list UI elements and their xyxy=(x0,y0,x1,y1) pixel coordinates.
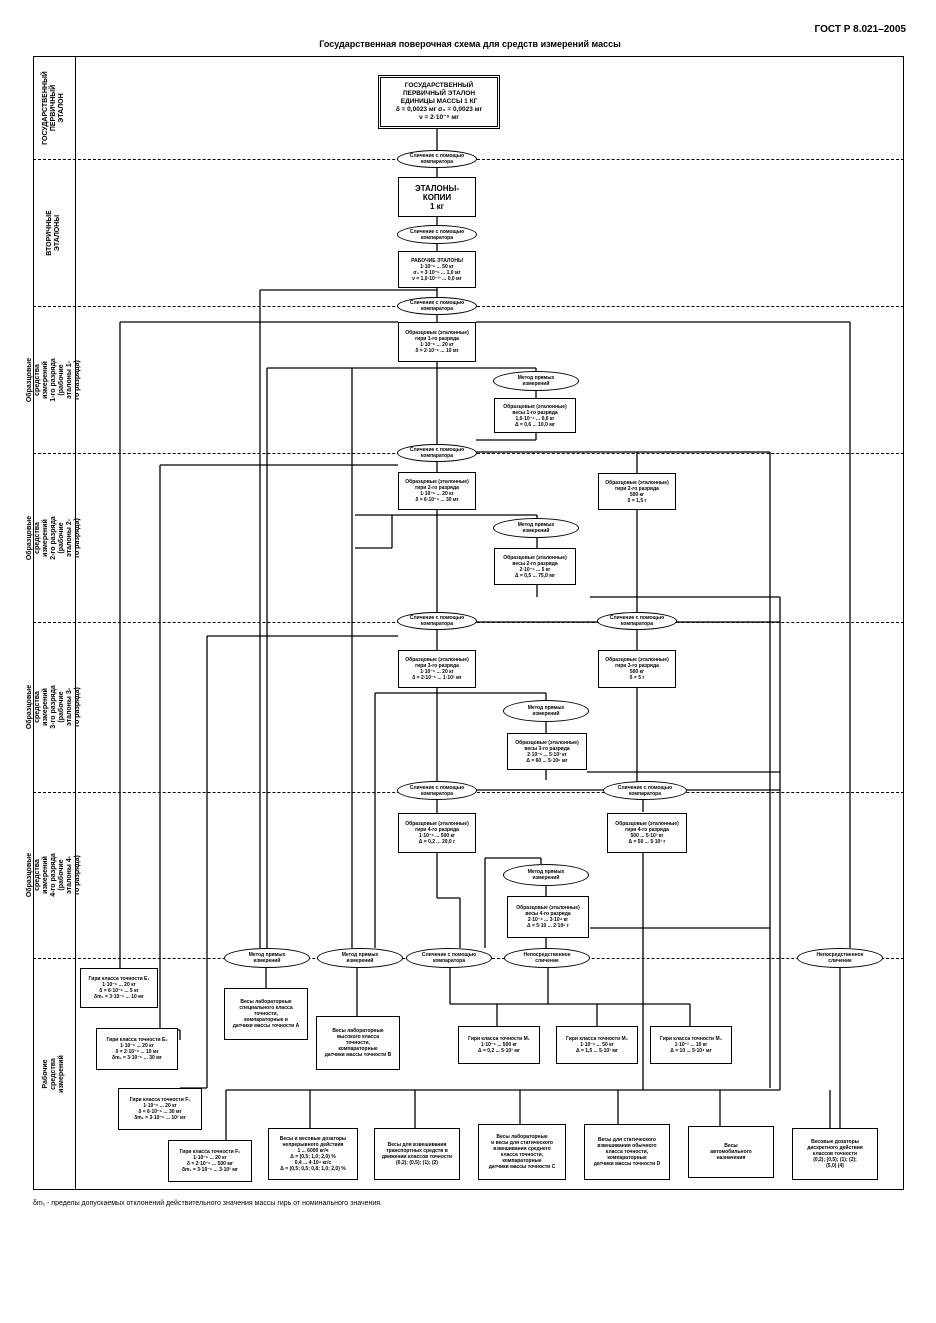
cat4-scales: Образцовые (эталонные) весы 4-го разряда… xyxy=(507,896,589,938)
document-title: Государственная поверочная схема для сре… xyxy=(319,39,621,49)
comparator-node: Сличение с помощью компаратора xyxy=(397,150,477,168)
weights-class-e1: Гири класса точности E₁ 1·10⁻⁶ ... 20 кг… xyxy=(80,968,158,1008)
direct-method-node: Метод прямых измерений xyxy=(493,371,579,391)
cat3-scales: Образцовые (эталонные) весы 3-го разряда… xyxy=(507,733,587,770)
standard-copies: ЭТАЛОНЫ- КОПИИ 1 кг xyxy=(398,177,476,217)
comparator-node: Сличение с помощью компаратора xyxy=(397,297,477,315)
cat4-weights: Образцовые (эталонные) гири 4-го разряда… xyxy=(398,813,476,853)
cat3-weights: Образцовые (эталонные) гири 3-го разряда… xyxy=(398,650,476,688)
weights-class-f1: Гири класса точности F₁ 1·10⁻⁶ ... 20 кг… xyxy=(118,1088,202,1130)
working-standards: РАБОЧИЕ ЭТАЛОНЫ 1·10⁻⁶ ... 50 кг σ₀ = 3·… xyxy=(398,251,476,288)
lane-state-primary: ГОСУДАРСТВЕННЫЙ ПЕРВИЧНЫЙ ЭТАЛОН xyxy=(33,56,76,159)
direct-method-node: Метод прямых измерений xyxy=(224,948,310,968)
weights-class-m3: Гири класса точности M₃ 1·10⁻² ... 10 кг… xyxy=(650,1026,732,1064)
lab-scales-special: Весы лабораторные специального класса то… xyxy=(224,988,308,1040)
direct-method-node: Метод прямых измерений xyxy=(503,700,589,722)
lane-category-2: Образцовые средства измерений 2-го разря… xyxy=(26,453,81,622)
lane-secondary: ВТОРИЧНЫЕ ЭТАЛОНЫ xyxy=(33,159,76,306)
weights-class-e2: Гири класса точности E₂ 1·10⁻⁶ ... 20 кг… xyxy=(96,1028,178,1070)
discrete-dosers: Весовые дозаторы дискретного действия кл… xyxy=(792,1128,878,1180)
static-scales-ordinary: Весы для статического взвешивания обычно… xyxy=(584,1124,670,1180)
comparator-node: Сличение с помощью компаратора xyxy=(603,781,687,800)
weights-class-m1: Гири класса точности M₁ 1·10⁻⁶ ... 500 к… xyxy=(458,1026,540,1064)
lane-state-primary-label: ГОСУДАРСТВЕННЫЙ ПЕРВИЧНЫЙ ЭТАЛОН xyxy=(42,70,66,145)
lane-working: Рабочие средства измерений xyxy=(33,958,76,1190)
lab-scales-high: Весы лабораторные высокого класса точнос… xyxy=(316,1016,400,1070)
cat2-weights-large: Образцовые (эталонные) гири 2-го разряда… xyxy=(598,473,676,510)
lane-category-3-label: Образцовые средства измерений 3-го разря… xyxy=(26,684,82,730)
cat2-scales: Образцовые (эталонные) весы 2-го разряда… xyxy=(494,548,576,585)
weights-class-m2: Гири класса точности M₂ 1·10⁻⁶ ... 50 кг… xyxy=(556,1026,638,1064)
lab-scales-medium: Весы лабораторные и весы для статическог… xyxy=(478,1124,566,1180)
document-code: ГОСТ Р 8.021–2005 xyxy=(814,24,906,35)
direct-method-node: Метод прямых измерений xyxy=(503,864,589,886)
lane-category-2-label: Образцовые средства измерений 2-го разря… xyxy=(26,515,82,560)
comparator-node: Сличение с помощью компаратора xyxy=(397,781,477,800)
lane-category-1: Образцовые средства измерений 1-го разря… xyxy=(26,306,81,453)
cat4-weights-large: Образцовые (эталонные) гири 4-го разряда… xyxy=(607,813,687,853)
cat1-weights: Образцовые (эталонные) гири 1-го разряда… xyxy=(398,322,476,362)
comparator-node: Сличение с помощью компаратора xyxy=(597,612,677,630)
automotive-scales: Весы автомобильного назначения xyxy=(688,1126,774,1178)
comparator-node: Сличение с помощью компаратора xyxy=(397,444,477,462)
direct-method-node: Метод прямых измерений xyxy=(493,518,579,538)
primary-standard: ГОСУДАРСТВЕННЫЙ ПЕРВИЧНЫЙ ЭТАЛОН ЕДИНИЦЫ… xyxy=(378,75,500,129)
comparator-node: Сличение с помощью компаратора xyxy=(406,948,492,968)
cat1-scales: Образцовые (эталонные) весы 1-го разряда… xyxy=(494,398,576,433)
direct-comparison-node: Непосредственное сличение xyxy=(797,948,883,968)
direct-method-node: Метод прямых измерений xyxy=(317,948,403,968)
vehicle-motion-scales: Весы для взвешивания транспортных средст… xyxy=(374,1128,460,1180)
footnote: δm₁ - пределы допускаемых отклонений дей… xyxy=(33,1200,383,1207)
lane-secondary-label: ВТОРИЧНЫЕ ЭТАЛОНЫ xyxy=(46,209,61,256)
comparator-node: Сличение с помощью компаратора xyxy=(397,225,477,244)
lane-working-label: Рабочие средства измерений xyxy=(42,1055,65,1093)
comparator-node: Сличение с помощью компаратора xyxy=(397,612,477,630)
lane-category-4: Образцовые средства измерений 4-го разря… xyxy=(26,792,81,958)
lane-category-4-label: Образцовые средства измерений 4-го разря… xyxy=(26,852,82,898)
direct-comparison-node: Непосредственное сличение xyxy=(504,948,590,968)
continuous-scales: Весы и весовые дозаторы непрерывного дей… xyxy=(268,1128,358,1180)
cat2-weights: Образцовые (эталонные) гири 2-го разряда… xyxy=(398,472,476,510)
cat3-weights-large: Образцовые (эталонные) гири 3-го разряда… xyxy=(598,650,676,688)
lane-category-1-label: Образцовые средства измерений 1-го разря… xyxy=(26,357,82,402)
weights-class-f2: Гири класса точности F₂ 1·10⁻⁶ ... 20 кг… xyxy=(168,1140,252,1182)
lane-category-3: Образцовые средства измерений 3-го разря… xyxy=(26,622,81,792)
diagram-frame xyxy=(33,56,904,1190)
